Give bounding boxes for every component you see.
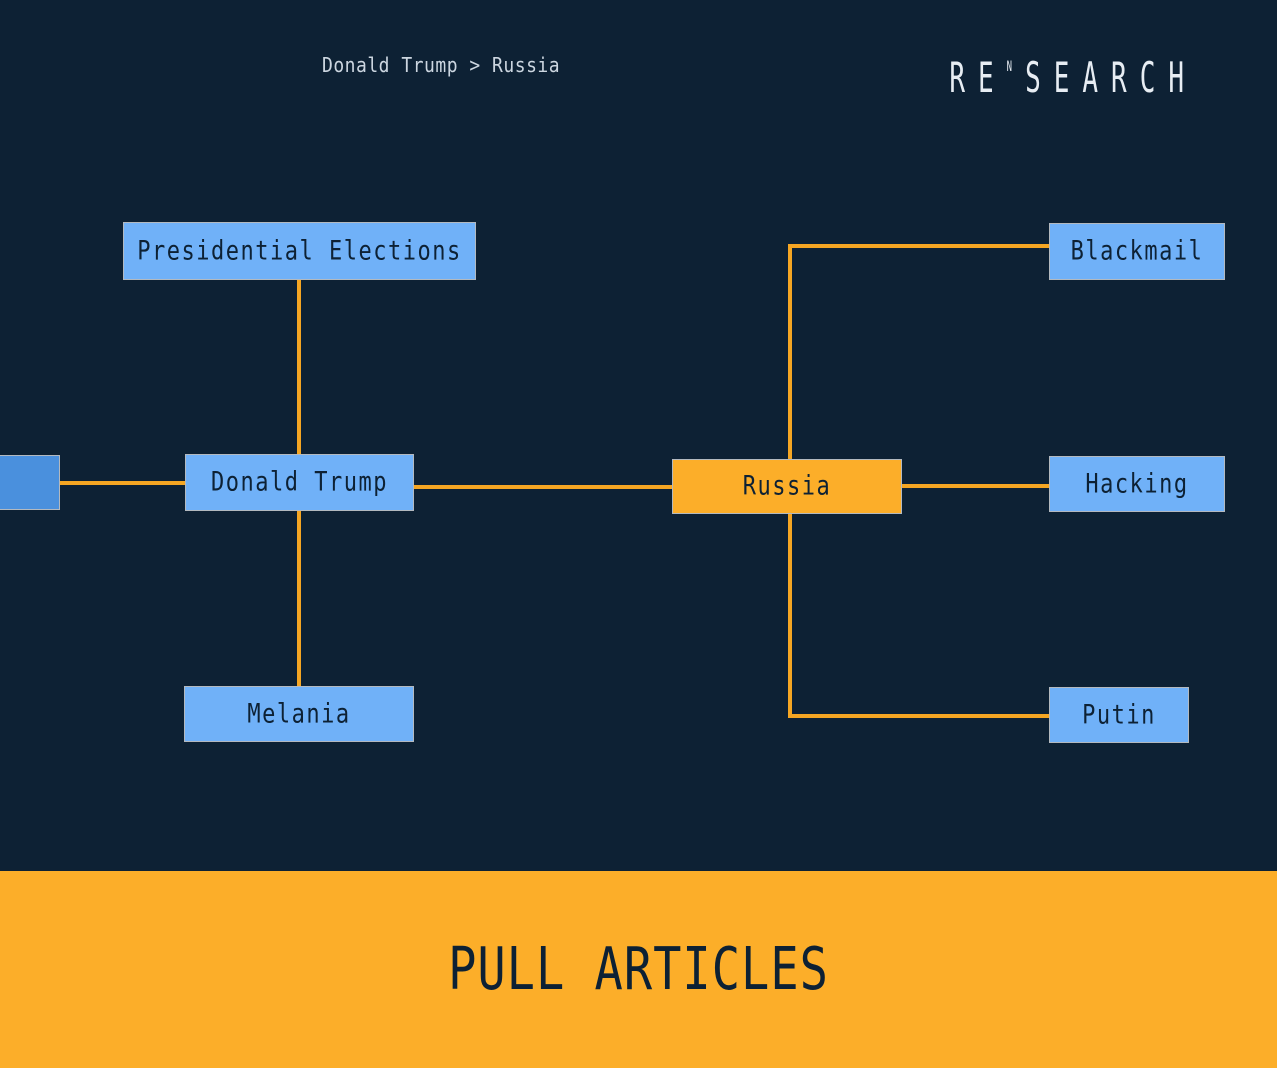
node-label: Presidential Elections (137, 235, 462, 267)
node-hacking[interactable]: Hacking (1049, 456, 1225, 512)
node-presidential-elections[interactable]: Presidential Elections (123, 222, 476, 280)
edge-presidential-elections-donald-trump (297, 279, 301, 455)
node-offscreen[interactable] (0, 455, 60, 510)
node-label: Hacking (1085, 468, 1189, 500)
pull-articles-button[interactable]: PULL ARTICLES (0, 871, 1277, 1068)
pull-articles-label: PULL ARTICLES (448, 935, 829, 1004)
edge-donald-trump-russia (413, 485, 673, 489)
edge-russia-putin (788, 714, 1050, 718)
logo-suffix: SEARCH (1025, 55, 1197, 103)
edge-russia-hacking (901, 484, 1050, 488)
node-melania[interactable]: Melania (184, 686, 414, 742)
edge-donald-trump-melania (297, 510, 301, 687)
logo-text: RENSEARCH (949, 55, 1197, 103)
node-label: Russia (742, 471, 832, 502)
node-russia[interactable]: Russia (672, 459, 902, 514)
node-label: Putin (1082, 699, 1156, 731)
edge-offscreen-donald-trump (58, 481, 186, 485)
logo-superscript: N (1006, 59, 1026, 76)
edge-russia-blackmail-vertical (788, 244, 792, 460)
edge-russia-putin-vertical (788, 513, 792, 717)
breadcrumb-text: Donald Trump > Russia (322, 53, 561, 78)
node-blackmail[interactable]: Blackmail (1049, 223, 1225, 280)
node-label: Donald Trump (211, 467, 388, 498)
edge-russia-blackmail (788, 244, 1050, 248)
node-label: Blackmail (1070, 236, 1204, 267)
app-logo: RENSEARCH (949, 55, 1197, 103)
node-label: Melania (247, 698, 351, 730)
node-donald-trump[interactable]: Donald Trump (185, 454, 414, 511)
logo-prefix: RE (949, 55, 1007, 103)
breadcrumb: Donald Trump > Russia (322, 53, 561, 78)
node-putin[interactable]: Putin (1049, 687, 1189, 743)
